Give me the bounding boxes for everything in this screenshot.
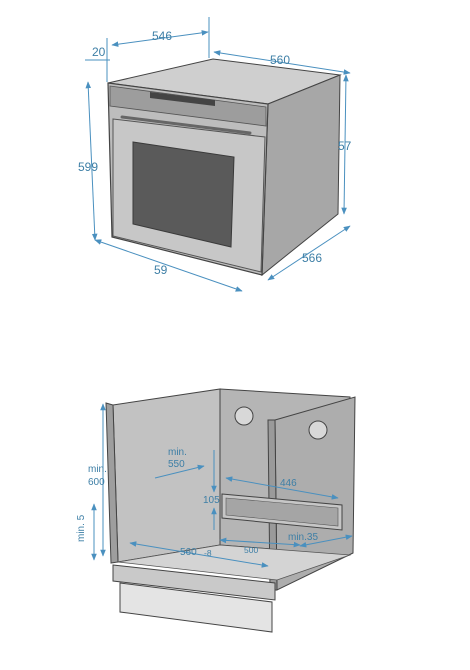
label-59: 59 [154, 263, 168, 277]
label-min-600: min. 600 [88, 464, 110, 488]
label-566: 566 [302, 251, 322, 265]
oven-side-face [261, 74, 341, 277]
ventilation-hole-right [308, 420, 328, 440]
cabinet-drawing [105, 388, 356, 633]
label-500: 500 [244, 545, 258, 555]
label-min-550: min. 550 [168, 447, 190, 470]
cabinet-base-top [112, 564, 276, 601]
label-446: 446 [280, 478, 297, 489]
label-560: 560 [270, 53, 290, 67]
label-546: 546 [152, 29, 172, 43]
label-min-550-line1: min. [168, 447, 187, 458]
label-min-550-line2: 550 [168, 459, 185, 470]
label-tolerance: -8 [204, 548, 212, 558]
oven-display [150, 92, 215, 106]
oven-drawing [107, 58, 342, 277]
label-min-35: min.35 [288, 532, 318, 543]
cabinet-base-front [119, 582, 273, 633]
label-560: 560 [180, 547, 197, 558]
label-105: 105 [203, 495, 220, 506]
label-min-600-line2: 600 [88, 477, 105, 488]
oven-handle [120, 115, 252, 135]
label-min-600-line1: min. [88, 464, 107, 475]
label-57: 57 [338, 139, 352, 153]
label-599: 599 [78, 160, 98, 174]
cabinet-dimensions: min. 600 min. 5 min. 550 105 446 560 -8 … [76, 403, 353, 568]
ventilation-hole-left [234, 406, 254, 426]
ventilation-slot-inner [225, 497, 339, 527]
label-min-5: min. 5 [76, 514, 87, 542]
oven-dimensions: 546 20 560 599 57 59 566 [78, 17, 352, 292]
label-20: 20 [92, 45, 106, 59]
